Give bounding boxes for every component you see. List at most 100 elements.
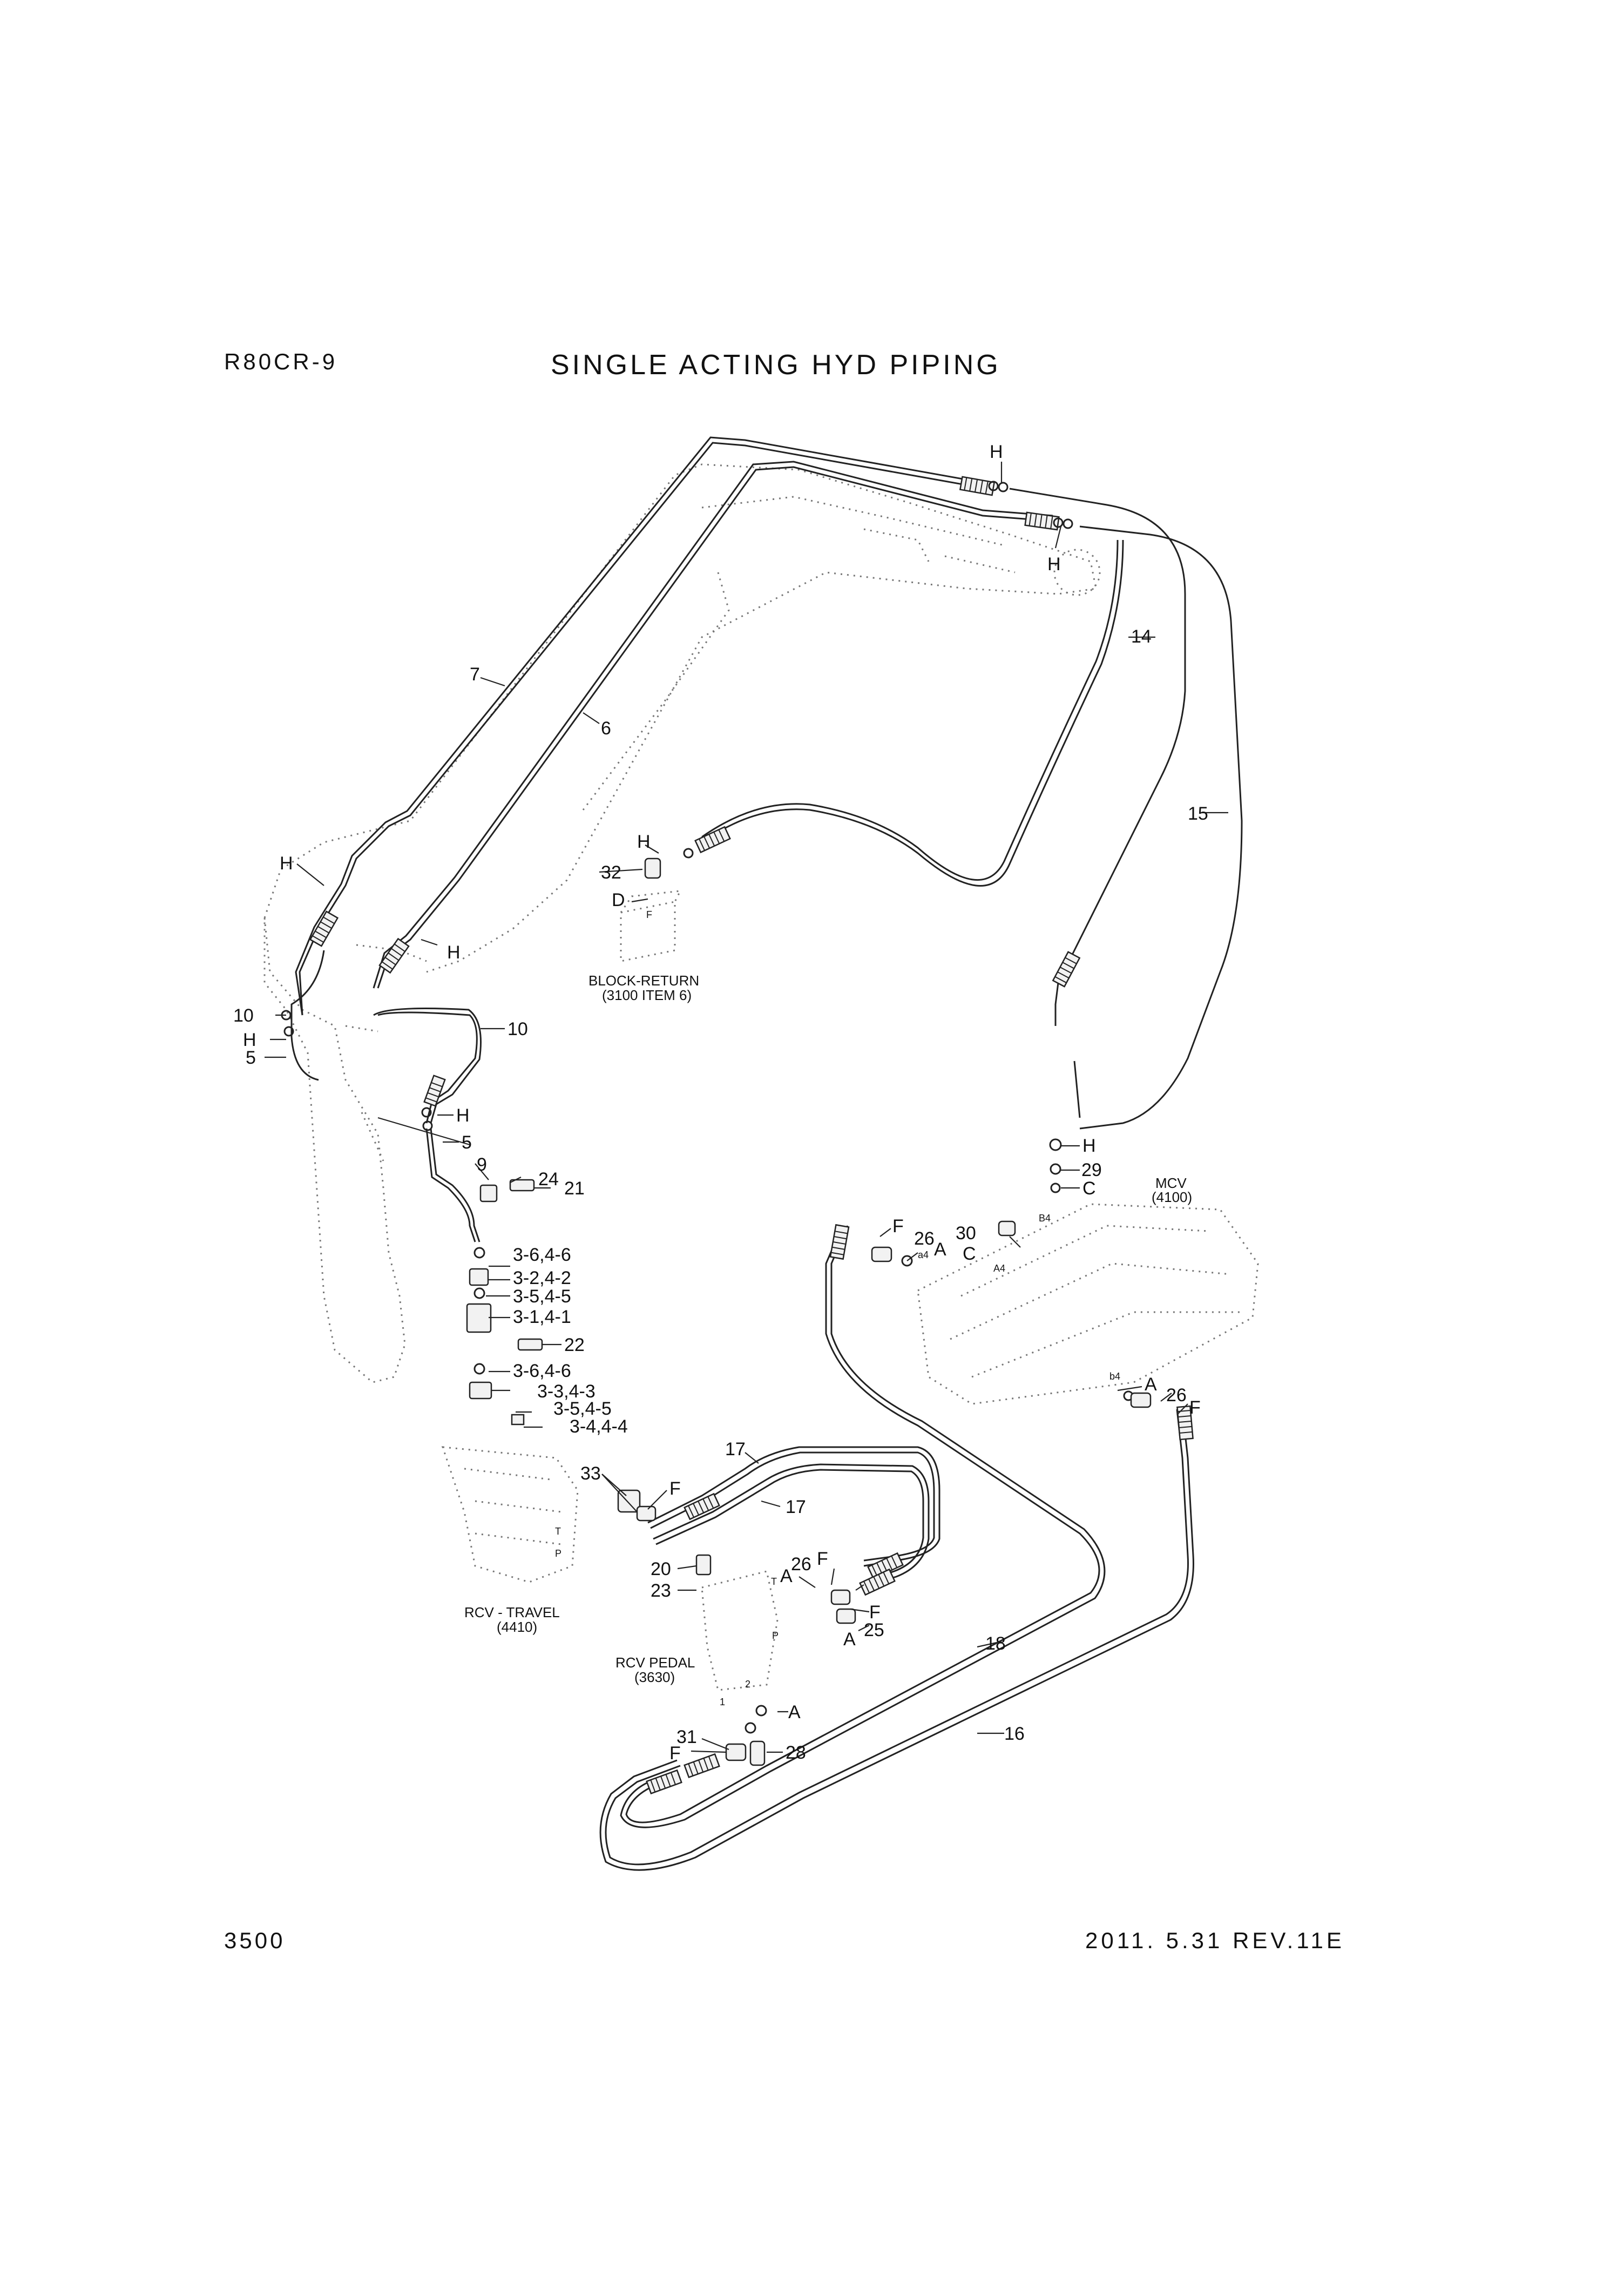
pipe-10-5: [290, 950, 482, 1242]
callout-3-6-4-6-a: 3-6,4-6: [513, 1245, 571, 1265]
callout-18: 18: [985, 1633, 1006, 1654]
callout-h-top2: H: [1047, 554, 1061, 575]
svg-text:a4: a4: [918, 1249, 929, 1260]
rcv-pedal-label: RCV PEDAL: [615, 1654, 695, 1671]
callouts: H H 14 7 6 15 H 32 D H H 10 H 5 10 H 5 9…: [233, 442, 1208, 1764]
rcv-pedal: T P 1 2 RCV PEDAL (3630): [615, 1570, 779, 1707]
callout-6: 6: [601, 718, 611, 739]
pipe-16: [599, 1409, 1194, 1871]
callout-33: 33: [580, 1463, 601, 1484]
svg-text:T: T: [771, 1576, 777, 1587]
callout-f-p3: F: [669, 1743, 681, 1764]
callout-14: 14: [1131, 626, 1152, 647]
callout-3-2-4-2: 3-2,4-2: [513, 1268, 571, 1288]
callout-h-left2: H: [447, 942, 461, 963]
svg-text:B4: B4: [1039, 1213, 1051, 1224]
svg-text:P: P: [772, 1630, 779, 1641]
callout-17b: 17: [786, 1497, 806, 1517]
callout-3-6-4-6-b: 3-6,4-6: [513, 1361, 571, 1381]
callout-20: 20: [651, 1559, 671, 1579]
callout-d: D: [612, 890, 625, 910]
callout-a-p2: A: [843, 1629, 856, 1650]
callout-5b: 5: [462, 1132, 472, 1153]
hose-fittings: [309, 476, 1194, 1795]
callout-10a: 10: [233, 1005, 254, 1026]
page-number: 3500: [224, 1928, 286, 1953]
pipe-18: [620, 1225, 1106, 1828]
rcv-travel-ref: (4410): [497, 1619, 537, 1635]
callout-c-mcv: C: [1082, 1178, 1096, 1199]
pipe-return: [701, 539, 1124, 887]
callout-21: 21: [564, 1178, 585, 1199]
callout-f-mcv: F: [892, 1216, 904, 1237]
callout-9: 9: [477, 1154, 487, 1175]
svg-text:1: 1: [720, 1697, 725, 1707]
block-return: F BLOCK-RETURN (3100 ITEM 6): [588, 890, 699, 1003]
page-title: SINGLE ACTING HYD PIPING: [551, 349, 1001, 381]
leader-lines: [265, 462, 1228, 1753]
rcv-pedal-ref: (3630): [634, 1669, 675, 1685]
callout-h-mcv: H: [1082, 1136, 1096, 1156]
callout-15: 15: [1188, 803, 1208, 824]
callout-a-p: A: [780, 1566, 793, 1586]
mcv-label: MCV: [1155, 1175, 1187, 1191]
callout-h-return: H: [637, 832, 651, 852]
callout-f-p2: F: [869, 1602, 881, 1623]
rcv-travel-label: RCV - TRAVEL: [464, 1604, 560, 1620]
callout-f-rcv: F: [669, 1478, 681, 1499]
callout-32: 32: [601, 862, 621, 883]
pipe-15: [1054, 982, 1081, 1118]
revision-date: 2011. 5.31 REV.11E: [1085, 1928, 1345, 1953]
callout-29: 29: [1081, 1160, 1102, 1180]
svg-text:2: 2: [745, 1679, 750, 1690]
callout-26a: 26: [914, 1228, 935, 1249]
callout-3-5-4-5-b: 3-5,4-5: [553, 1399, 612, 1419]
callout-3-4-4-4: 3-4,4-4: [570, 1416, 628, 1437]
pipe-17: [647, 1446, 940, 1586]
rcv-travel: T P RCV - TRAVEL (4410): [441, 1446, 579, 1635]
callout-26b: 26: [1166, 1385, 1187, 1406]
callout-25: 25: [864, 1620, 884, 1640]
callout-h-d: H: [456, 1105, 470, 1126]
mcv-valve: MCV (4100) B4 A4 a4 b4: [917, 1175, 1259, 1405]
svg-text:P: P: [555, 1548, 561, 1559]
svg-text:A4: A4: [993, 1263, 1005, 1274]
callout-5a: 5: [246, 1048, 256, 1068]
callout-f-mcv2: F: [1189, 1397, 1201, 1418]
arm-outline: [263, 917, 427, 1383]
callout-a-p3: A: [788, 1702, 801, 1722]
block-return-ref: (3100 ITEM 6): [602, 987, 692, 1003]
callout-30: 30: [956, 1223, 976, 1244]
svg-text:b4: b4: [1109, 1371, 1120, 1382]
callout-h-c: H: [243, 1030, 256, 1050]
callout-3-5-4-5-a: 3-5,4-5: [513, 1286, 571, 1307]
svg-text:F: F: [646, 909, 652, 920]
callout-24: 24: [538, 1169, 559, 1190]
pipe-7: [295, 436, 1186, 1016]
callout-c-mcv2: C: [963, 1244, 976, 1264]
callout-10b: 10: [508, 1019, 528, 1039]
callout-f-p: F: [817, 1549, 828, 1569]
callout-3-3-4-3: 3-3,4-3: [537, 1381, 596, 1402]
model-number: R80CR-9: [224, 349, 338, 374]
callout-3-1-4-1: 3-1,4-1: [513, 1307, 571, 1327]
callout-22: 22: [564, 1335, 585, 1355]
callout-h-top: H: [990, 442, 1003, 462]
callout-31: 31: [676, 1727, 697, 1747]
callout-h-left: H: [280, 853, 293, 874]
boom-outline: [263, 463, 1101, 973]
svg-text:T: T: [555, 1526, 561, 1537]
mcv-ref: (4100): [1152, 1189, 1192, 1205]
callout-16: 16: [1004, 1724, 1025, 1744]
block-return-label: BLOCK-RETURN: [588, 972, 699, 989]
callout-28: 28: [786, 1742, 806, 1763]
fittings: [466, 857, 1152, 1766]
connectors: [281, 481, 1134, 1734]
callout-23: 23: [651, 1580, 671, 1601]
callout-17a: 17: [725, 1439, 746, 1460]
callout-a-mcv: A: [934, 1239, 946, 1260]
callout-7: 7: [470, 664, 480, 685]
callout-26c: 26: [791, 1554, 811, 1575]
callout-a-mcv2: A: [1145, 1374, 1157, 1395]
